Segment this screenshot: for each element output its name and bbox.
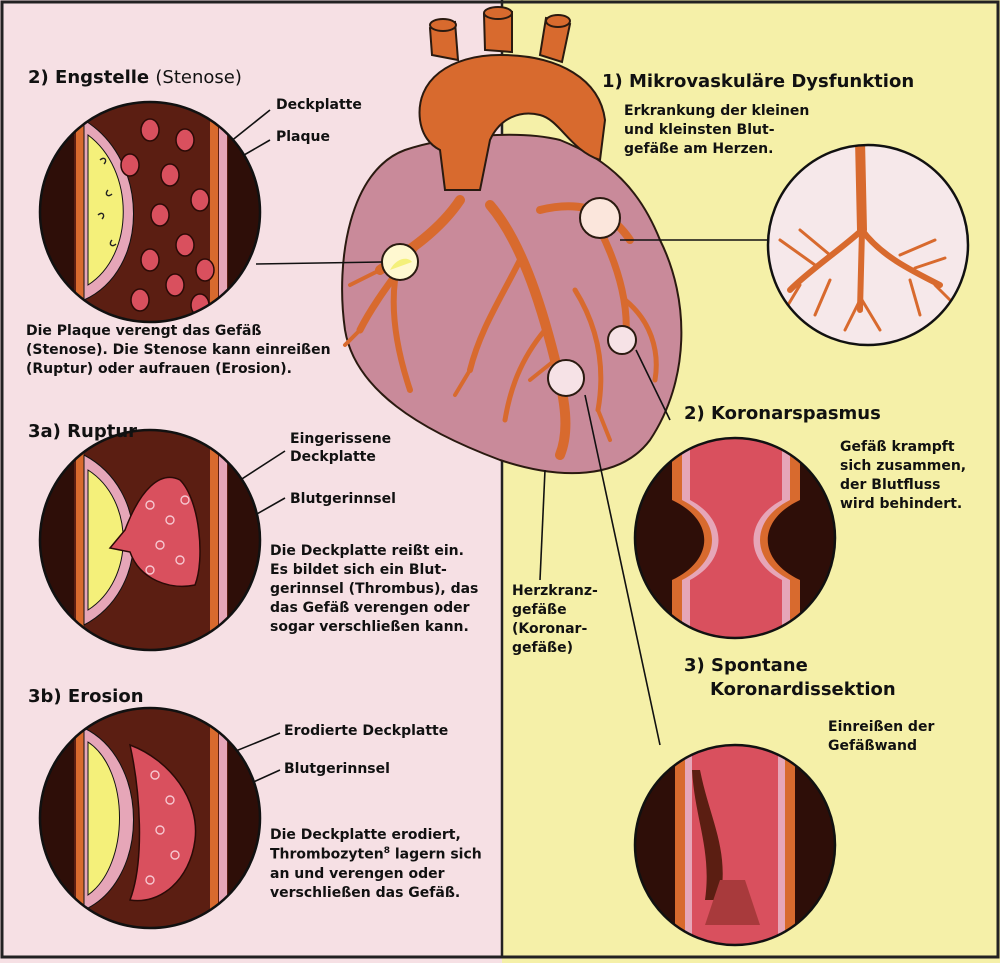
stenosis-title: Engstelle xyxy=(55,67,150,88)
stenosis-description: Die Plaque verengt das Gefäß (Stenose). … xyxy=(26,323,331,378)
coronary-vessels-label: Herzkranz- gefäße (Koronar- gefäße) xyxy=(512,583,598,657)
microvascular-illustration xyxy=(768,145,968,345)
label-blood-clot: Blutgerinnsel xyxy=(290,491,396,507)
erosion-description: Die Deckplatte erodiert, Thrombozyten8 l… xyxy=(270,827,482,901)
label-torn-cap: Eingerissene Deckplatte xyxy=(290,431,392,466)
erosion-illustration xyxy=(40,708,260,928)
stenosis-heading: 2) Engstelle (Stenose) xyxy=(28,67,242,88)
erosion-title: 3b) Erosion xyxy=(28,686,144,707)
footnote-marker: 8 xyxy=(383,846,390,857)
heart-illustration xyxy=(341,6,683,475)
rupture-title: 3a) Ruptur xyxy=(28,421,138,442)
label-plaque: Plaque xyxy=(276,129,330,145)
microvascular-title: 1) Mikrovaskuläre Dysfunktion xyxy=(602,71,915,92)
dissection-illustration xyxy=(635,745,835,945)
label-eroded-cap: Erodierte Deckplatte xyxy=(284,723,449,739)
dissection-title: 3) Spontane Koronardissektion xyxy=(684,655,896,701)
label-blood-clot-2: Blutgerinnsel xyxy=(284,761,390,777)
microvascular-description: Erkrankung der kleinen und kleinsten Blu… xyxy=(624,103,810,158)
stenosis-subtitle: (Stenose) xyxy=(155,67,242,88)
spasm-title: 2) Koronarspasmus xyxy=(684,403,881,424)
label-cap: Deckplatte xyxy=(276,97,362,113)
rupture-description: Die Deckplatte reißt ein. Es bildet sich… xyxy=(270,543,479,636)
dissection-description: Einreißen der Gefäßwand xyxy=(828,719,935,755)
spasm-description: Gefäß krampft sich zusammen, der Blutflu… xyxy=(840,439,967,513)
spasm-illustration xyxy=(635,438,835,638)
